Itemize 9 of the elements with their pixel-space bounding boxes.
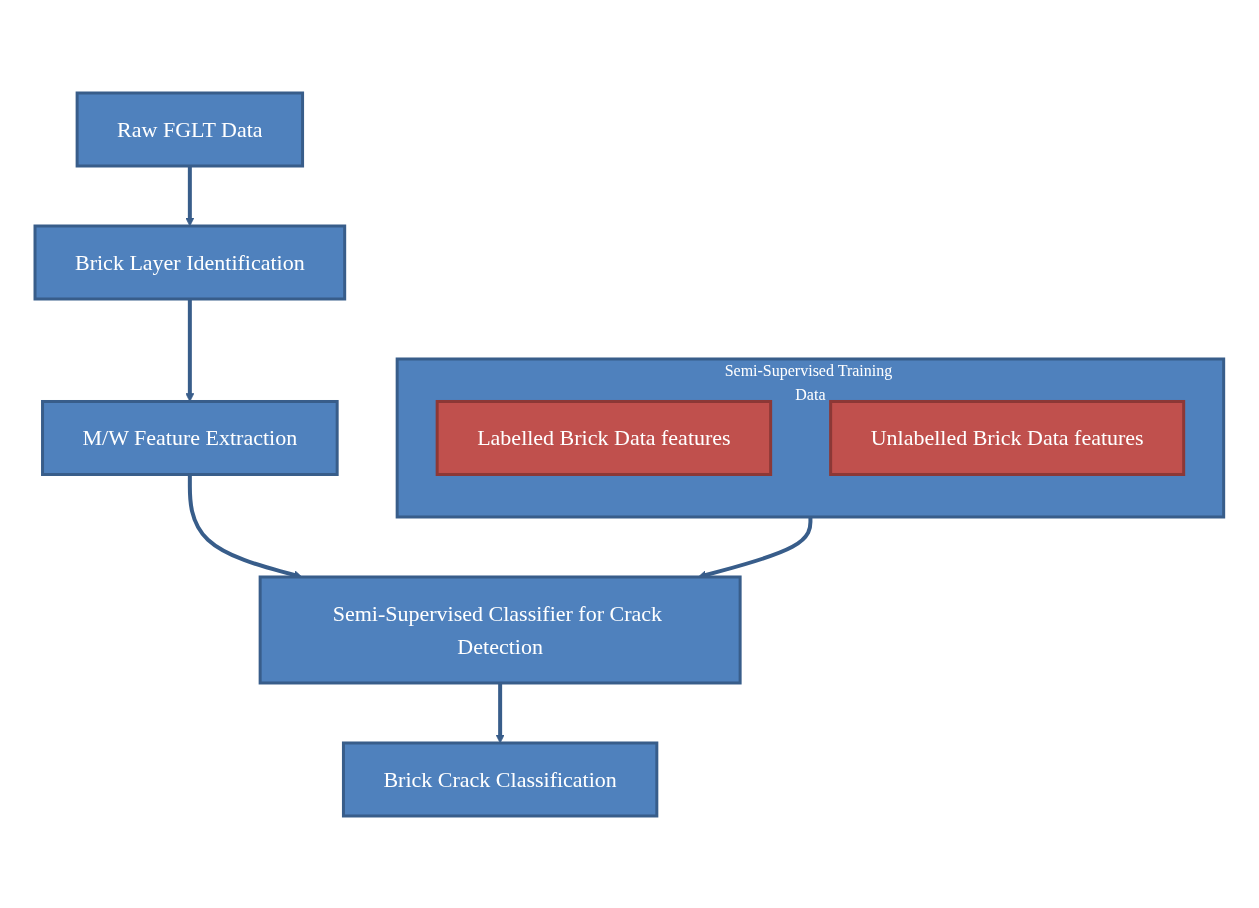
node-box: Brick Layer Identification [33, 224, 347, 300]
arrow [185, 165, 195, 226]
node-box: Unlabelled Brick Data features [829, 399, 1186, 476]
node-box: Semi-Supervised Classifier for Crack Detection [258, 575, 742, 684]
node-box: Raw FGLT Data [75, 91, 305, 167]
arrow [495, 682, 505, 743]
node-box: Brick Crack Classification [342, 741, 659, 817]
node-box: M/W Feature Extraction [41, 399, 339, 476]
node-box: Labelled Brick Data features [435, 399, 773, 476]
